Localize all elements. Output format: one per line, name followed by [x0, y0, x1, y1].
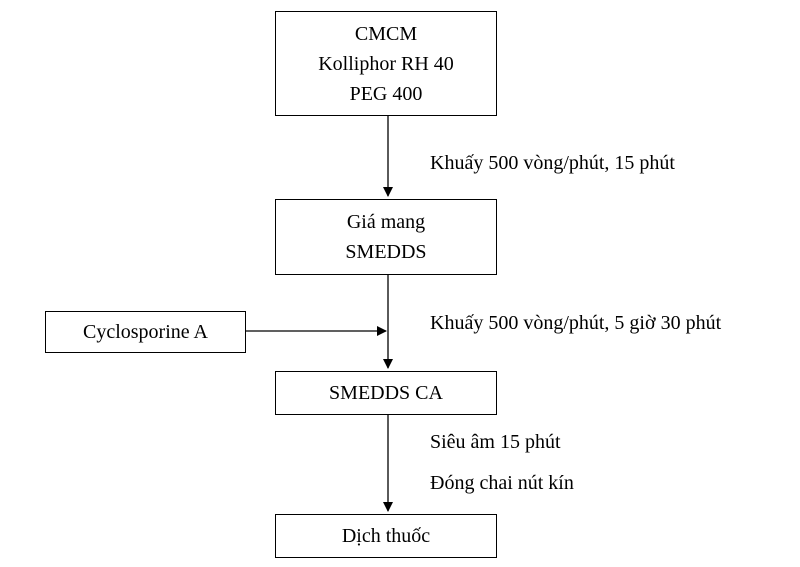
- box-smedds-carrier: Giá mang SMEDDS: [275, 199, 497, 275]
- box-smedds-ca: SMEDDS CA: [275, 371, 497, 415]
- product-label: Dịch thuốc: [341, 525, 431, 547]
- box-cyclosporine-a: Cyclosporine A: [45, 311, 246, 353]
- smedds-ca-label: SMEDDS CA: [329, 382, 443, 404]
- carrier-line-2: SMEDDS: [345, 241, 427, 263]
- box-product: Dịch thuốc: [275, 514, 497, 558]
- step-2-note: Khuấy 500 vòng/phút, 5 giờ 30 phút: [430, 312, 722, 334]
- box-start-components: CMCM Kolliphor RH 40 PEG 400: [275, 11, 497, 116]
- step-3-note-bottling: Đóng chai nút kín: [430, 472, 574, 494]
- carrier-line-1: Giá mang: [346, 211, 426, 233]
- step-3-note-sonication: Siêu âm 15 phút: [430, 431, 561, 453]
- start-line-3: PEG 400: [349, 82, 423, 105]
- start-line-1: CMCM: [354, 22, 418, 45]
- start-line-2: Kolliphor RH 40: [318, 52, 454, 75]
- drug-label: Cyclosporine A: [83, 321, 208, 343]
- step-1-note: Khuấy 500 vòng/phút, 15 phút: [430, 152, 675, 174]
